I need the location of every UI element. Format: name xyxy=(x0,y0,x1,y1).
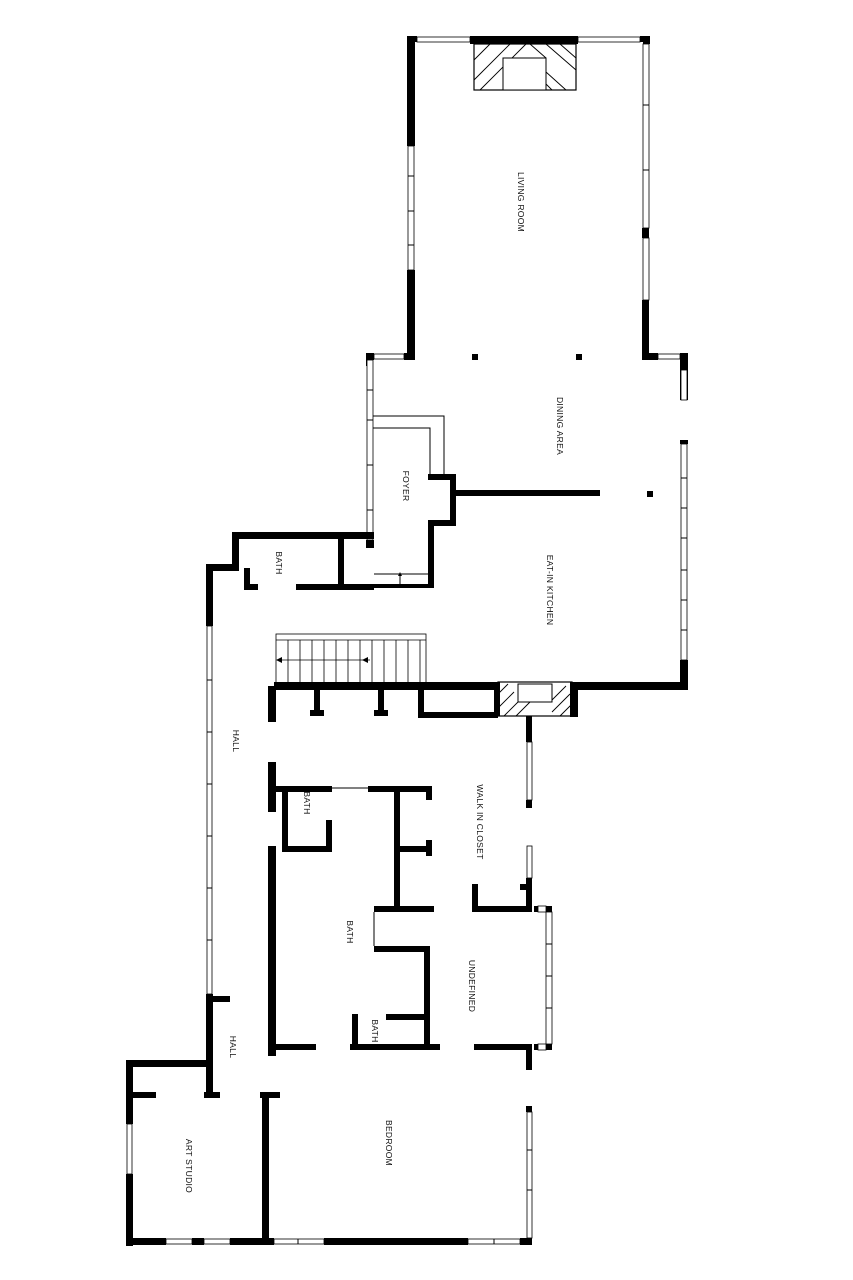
label-art-studio: ART STUDIO xyxy=(184,1139,194,1193)
label-bath-bottom: BATH xyxy=(370,1019,380,1042)
label-bath-master: BATH xyxy=(345,920,355,943)
label-bedroom: BEDROOM xyxy=(384,1120,394,1166)
label-undefined: UNDEFINED xyxy=(467,960,477,1012)
label-bath-small: BATH xyxy=(302,791,312,814)
closet-walls xyxy=(274,682,532,912)
label-dining-area: DINING AREA xyxy=(555,397,565,455)
hall-walls xyxy=(206,564,276,1098)
staircase xyxy=(275,633,427,687)
hall-windows xyxy=(206,625,213,995)
living-room-windows xyxy=(373,36,681,360)
bath-small-walls xyxy=(276,786,368,852)
label-hall-lower: HALL xyxy=(228,1036,238,1058)
label-living-room: LIVING ROOM xyxy=(516,172,526,232)
room-labels: LIVING ROOM DINING AREA FOYER EAT-IN KIT… xyxy=(184,172,565,1193)
living-room-walls xyxy=(366,36,688,360)
label-foyer: FOYER xyxy=(401,471,411,502)
foyer-details xyxy=(373,415,445,588)
label-eat-in-kitchen: EAT-IN KITCHEN xyxy=(545,555,555,626)
label-bath-top: BATH xyxy=(274,551,284,574)
closet-windows xyxy=(526,741,533,879)
label-hall-upper: HALL xyxy=(231,730,241,752)
bottom-windows xyxy=(126,1111,533,1245)
bath-top-walls xyxy=(206,532,374,590)
bath-master-walls xyxy=(276,912,532,1050)
dining-kitchen-walls xyxy=(366,360,688,717)
bottom-walls xyxy=(126,1060,532,1246)
label-walk-in-closet: WALK IN CLOSET xyxy=(475,784,485,859)
fireplace-living xyxy=(473,43,577,91)
fireplace-kitchen xyxy=(497,681,573,717)
dining-kitchen-windows xyxy=(366,359,688,661)
undefined-room-windows xyxy=(537,905,553,1051)
